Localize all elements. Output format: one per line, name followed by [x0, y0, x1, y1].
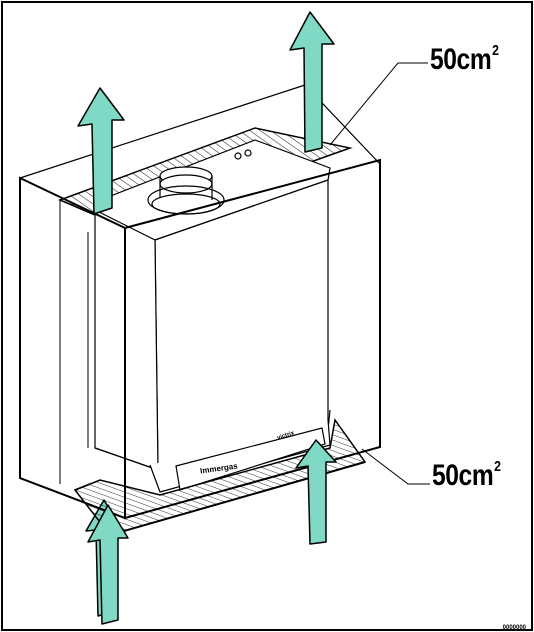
- ventilation-grille-bottom: [73, 418, 367, 536]
- boiler-body: [94, 179, 331, 493]
- boiler-top: [94, 139, 331, 241]
- airflow-arrow-up-icon: [289, 11, 335, 153]
- ventilation-area-label-top: 50cm2: [430, 42, 499, 76]
- airflow-arrow-up-icon: [77, 87, 125, 215]
- airflow-arrow-up-icon: [87, 504, 129, 625]
- document-code: 0000000: [502, 625, 526, 631]
- leader-line-top: [329, 62, 428, 146]
- ventilation-area-label-bottom: 50cm2: [432, 458, 501, 492]
- leader-line-bottom: [361, 448, 430, 485]
- airflow-arrow-up-icon: [295, 439, 337, 545]
- cabinet-inner-lines: [59, 200, 89, 484]
